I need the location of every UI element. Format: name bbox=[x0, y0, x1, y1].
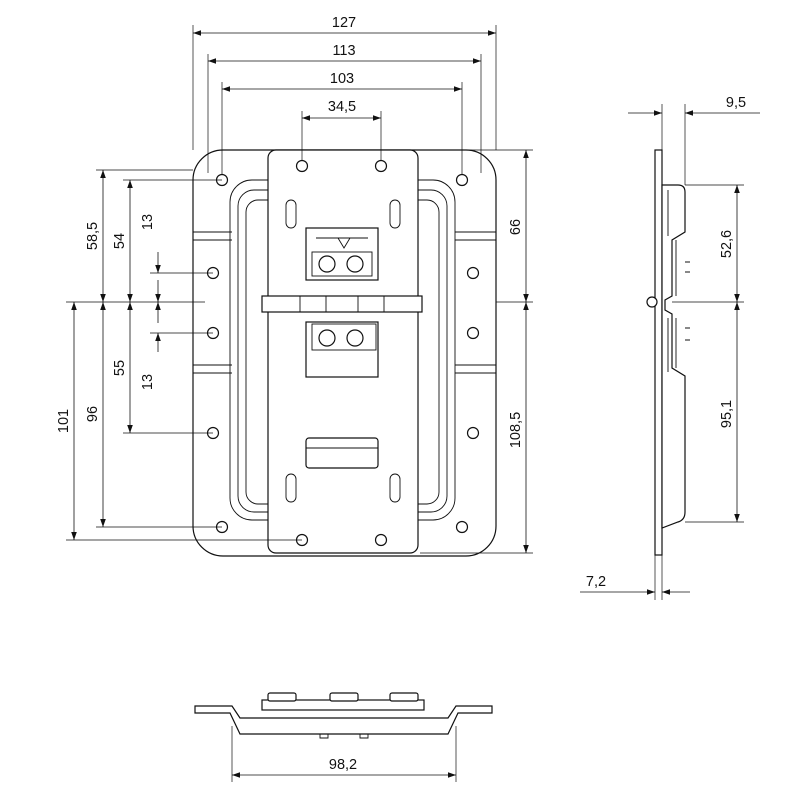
dim-label-98-2: 98,2 bbox=[329, 757, 357, 773]
side-hinge bbox=[646, 296, 658, 308]
catch-lower-hole-right bbox=[346, 329, 364, 347]
handle-slot bbox=[305, 437, 379, 469]
dim-label-13-lower: 13 bbox=[140, 374, 156, 390]
dim-label-7-2: 7,2 bbox=[586, 574, 606, 590]
side-view-dimensions: 9,5 52,6 95,1 7,2 bbox=[580, 95, 760, 600]
rivet-slot bbox=[389, 199, 401, 229]
catch-lower-hole-left bbox=[318, 329, 336, 347]
front-view-left-dimensions: 58,5 54 13 101 96 55 13 bbox=[56, 169, 302, 541]
front-view-right-dimensions: 66 108,5 bbox=[420, 149, 533, 554]
dim-label-55: 55 bbox=[112, 360, 128, 376]
dim-label-103: 103 bbox=[330, 71, 354, 87]
dim-label-96: 96 bbox=[85, 406, 101, 422]
dim-label-34-5: 34,5 bbox=[328, 99, 356, 115]
dim-label-113: 113 bbox=[332, 43, 355, 59]
dim-label-101: 101 bbox=[56, 409, 72, 433]
dim-label-95-1: 95,1 bbox=[719, 400, 735, 428]
mounting-hole bbox=[455, 173, 469, 187]
side-view bbox=[646, 149, 690, 556]
flange-rib-upper bbox=[193, 231, 496, 241]
bottom-hinge-knuckle bbox=[389, 692, 419, 702]
dim-label-52-6: 52,6 bbox=[719, 230, 735, 258]
rivet-slot bbox=[285, 199, 297, 229]
side-latch-detail bbox=[667, 190, 677, 372]
catch-lower bbox=[305, 321, 379, 378]
catch-upper-window bbox=[311, 251, 373, 277]
catch-upper-detail bbox=[316, 237, 368, 249]
mounting-hole bbox=[466, 426, 480, 440]
rivet-slot bbox=[389, 473, 401, 503]
catch-lower-window bbox=[311, 323, 377, 351]
front-view-top-dimensions: 127 113 103 34,5 bbox=[192, 15, 497, 175]
hinge-band bbox=[261, 295, 423, 313]
mounting-hole bbox=[466, 266, 480, 280]
bottom-hinge-knuckle bbox=[329, 692, 359, 702]
hinge-knuckles bbox=[299, 296, 385, 312]
dim-label-13-upper: 13 bbox=[140, 214, 156, 230]
mounting-hole bbox=[455, 520, 469, 534]
side-rivets bbox=[685, 261, 690, 341]
dim-label-9-5: 9,5 bbox=[726, 95, 746, 111]
bottom-flange bbox=[194, 705, 493, 735]
dim-label-127: 127 bbox=[332, 15, 356, 31]
rivet-slot bbox=[285, 473, 297, 503]
catch-upper bbox=[305, 227, 379, 281]
side-latch-profile bbox=[661, 184, 686, 529]
dim-label-54: 54 bbox=[112, 233, 128, 249]
bottom-view bbox=[194, 692, 493, 739]
flange-rib-lower bbox=[193, 364, 496, 374]
catch-upper-hole-right bbox=[346, 255, 364, 273]
dim-label-108-5: 108,5 bbox=[508, 412, 524, 448]
mounting-hole bbox=[295, 159, 309, 173]
bottom-rivets bbox=[319, 734, 369, 739]
bottom-view-dimensions: 98,2 bbox=[231, 726, 457, 782]
side-plate bbox=[654, 149, 663, 556]
dim-label-58-5: 58,5 bbox=[85, 222, 101, 250]
mounting-hole bbox=[466, 326, 480, 340]
dim-label-66: 66 bbox=[508, 219, 524, 235]
catch-upper-hole-left bbox=[318, 255, 336, 273]
front-view bbox=[192, 149, 497, 557]
mounting-hole bbox=[374, 533, 388, 547]
bottom-hinge-knuckle bbox=[267, 692, 297, 702]
mounting-hole bbox=[374, 159, 388, 173]
